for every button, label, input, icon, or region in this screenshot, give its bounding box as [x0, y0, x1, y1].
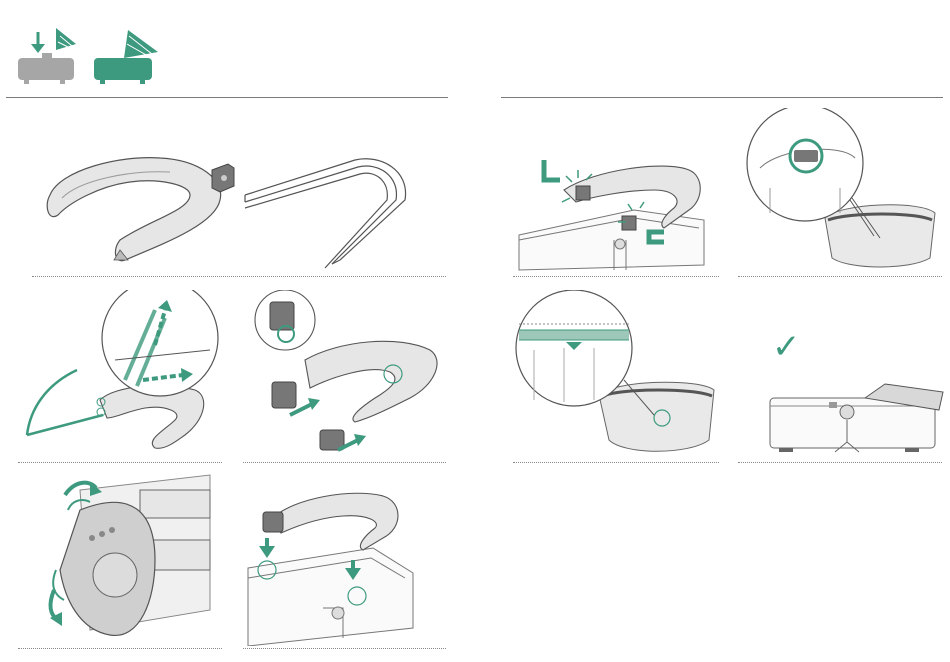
clip-icon [212, 164, 234, 192]
step-separator [513, 462, 719, 463]
clip-icon [622, 216, 636, 230]
bassinet-with-canopy-gray-icon [18, 28, 76, 84]
header-divider-right [501, 97, 943, 98]
step-separator [513, 276, 719, 277]
step-separator [243, 462, 446, 463]
down-arrow-icon [31, 32, 45, 53]
bumper-cover-icon [47, 158, 220, 261]
step-separator [738, 462, 942, 463]
step-separator [243, 648, 446, 649]
checkmark-icon: ✓ [772, 330, 801, 364]
frame-bar-icon [27, 370, 103, 435]
frame-bar-icon [245, 159, 406, 268]
step-thread-bar [15, 290, 225, 460]
step-attach-clips [250, 290, 450, 460]
step-check-seam-zoom [514, 290, 720, 458]
header-divider-left [6, 97, 448, 98]
bumper-cover-icon [273, 493, 398, 550]
magnifier-icon [102, 290, 218, 396]
step-separator [18, 648, 222, 649]
step-click-into-place [514, 140, 720, 272]
step-separator [32, 276, 446, 277]
clip-icon [272, 382, 296, 408]
bassinet-with-canopy-green-icon [94, 30, 158, 84]
step-separator [738, 276, 942, 277]
clip-icon [576, 186, 590, 200]
step-bumper-parts [40, 140, 440, 270]
step-check-clip-zoom [740, 108, 945, 273]
step-mount-on-bassinet [243, 478, 448, 646]
step-result [765, 380, 945, 460]
step-separator [18, 462, 222, 463]
bumper-cover-icon [305, 341, 437, 422]
step-clip-close-up [20, 470, 220, 642]
header-icons [12, 22, 172, 90]
clip-icon [263, 512, 283, 532]
